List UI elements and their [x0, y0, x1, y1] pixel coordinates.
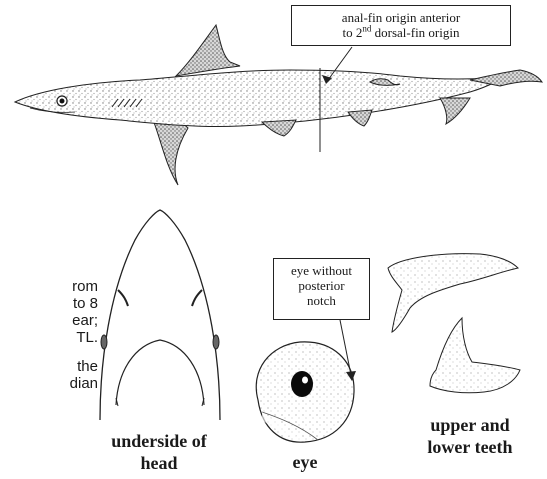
eye-callout-line1: eye without — [274, 263, 369, 278]
side-text-gap — [0, 346, 98, 358]
caudal-fin-lower — [440, 98, 470, 124]
caption-teeth: upper and lower teeth — [395, 414, 545, 458]
side-text-line: dian — [0, 375, 98, 392]
lower-tooth — [430, 318, 520, 393]
left-eye-ventral — [101, 335, 107, 349]
cropped-description-text: rom to 8 ear; TL. the dian — [0, 278, 98, 392]
caption-eye-line1: eye — [265, 451, 345, 473]
eye-callout-line3: notch — [274, 293, 369, 308]
eye-callout-line2: posterior — [274, 278, 369, 293]
caption-teeth-line1: upper and — [395, 414, 545, 436]
side-text-line: rom — [0, 278, 98, 295]
shark-lateral-view — [15, 25, 542, 185]
caption-head-line1: underside of — [84, 430, 234, 452]
pelvic-fin — [262, 120, 296, 136]
side-text-line: the — [0, 358, 98, 375]
teeth-detail — [388, 254, 520, 393]
side-text-line: to 8 — [0, 295, 98, 312]
anal-fin-callout: anal-fin origin anterior to 2nd dorsal-f… — [291, 5, 511, 46]
eye-pupil — [291, 371, 313, 397]
anal-fin — [348, 110, 372, 126]
anal-fin-callout-line2-pre: to 2 — [343, 25, 363, 40]
head-ventral-view — [100, 210, 220, 420]
eye-callout: eye without posterior notch — [273, 258, 370, 320]
side-text-line: TL. — [0, 329, 98, 346]
first-dorsal-fin — [176, 25, 240, 76]
caption-underside-of-head: underside of head — [84, 430, 234, 474]
anal-fin-callout-line2: to 2nd dorsal-fin origin — [292, 25, 510, 40]
eye-detail — [256, 320, 356, 442]
anal-fin-callout-line2-post: dorsal-fin origin — [371, 25, 459, 40]
caption-eye: eye — [265, 451, 345, 473]
upper-tooth — [388, 254, 518, 332]
caption-teeth-line2: lower teeth — [395, 436, 545, 458]
right-eye-ventral — [213, 335, 219, 349]
shark-body — [15, 70, 510, 127]
anal-fin-callout-line1: anal-fin origin anterior — [292, 10, 510, 25]
side-text-line: ear; — [0, 312, 98, 329]
caption-head-line2: head — [84, 452, 234, 474]
